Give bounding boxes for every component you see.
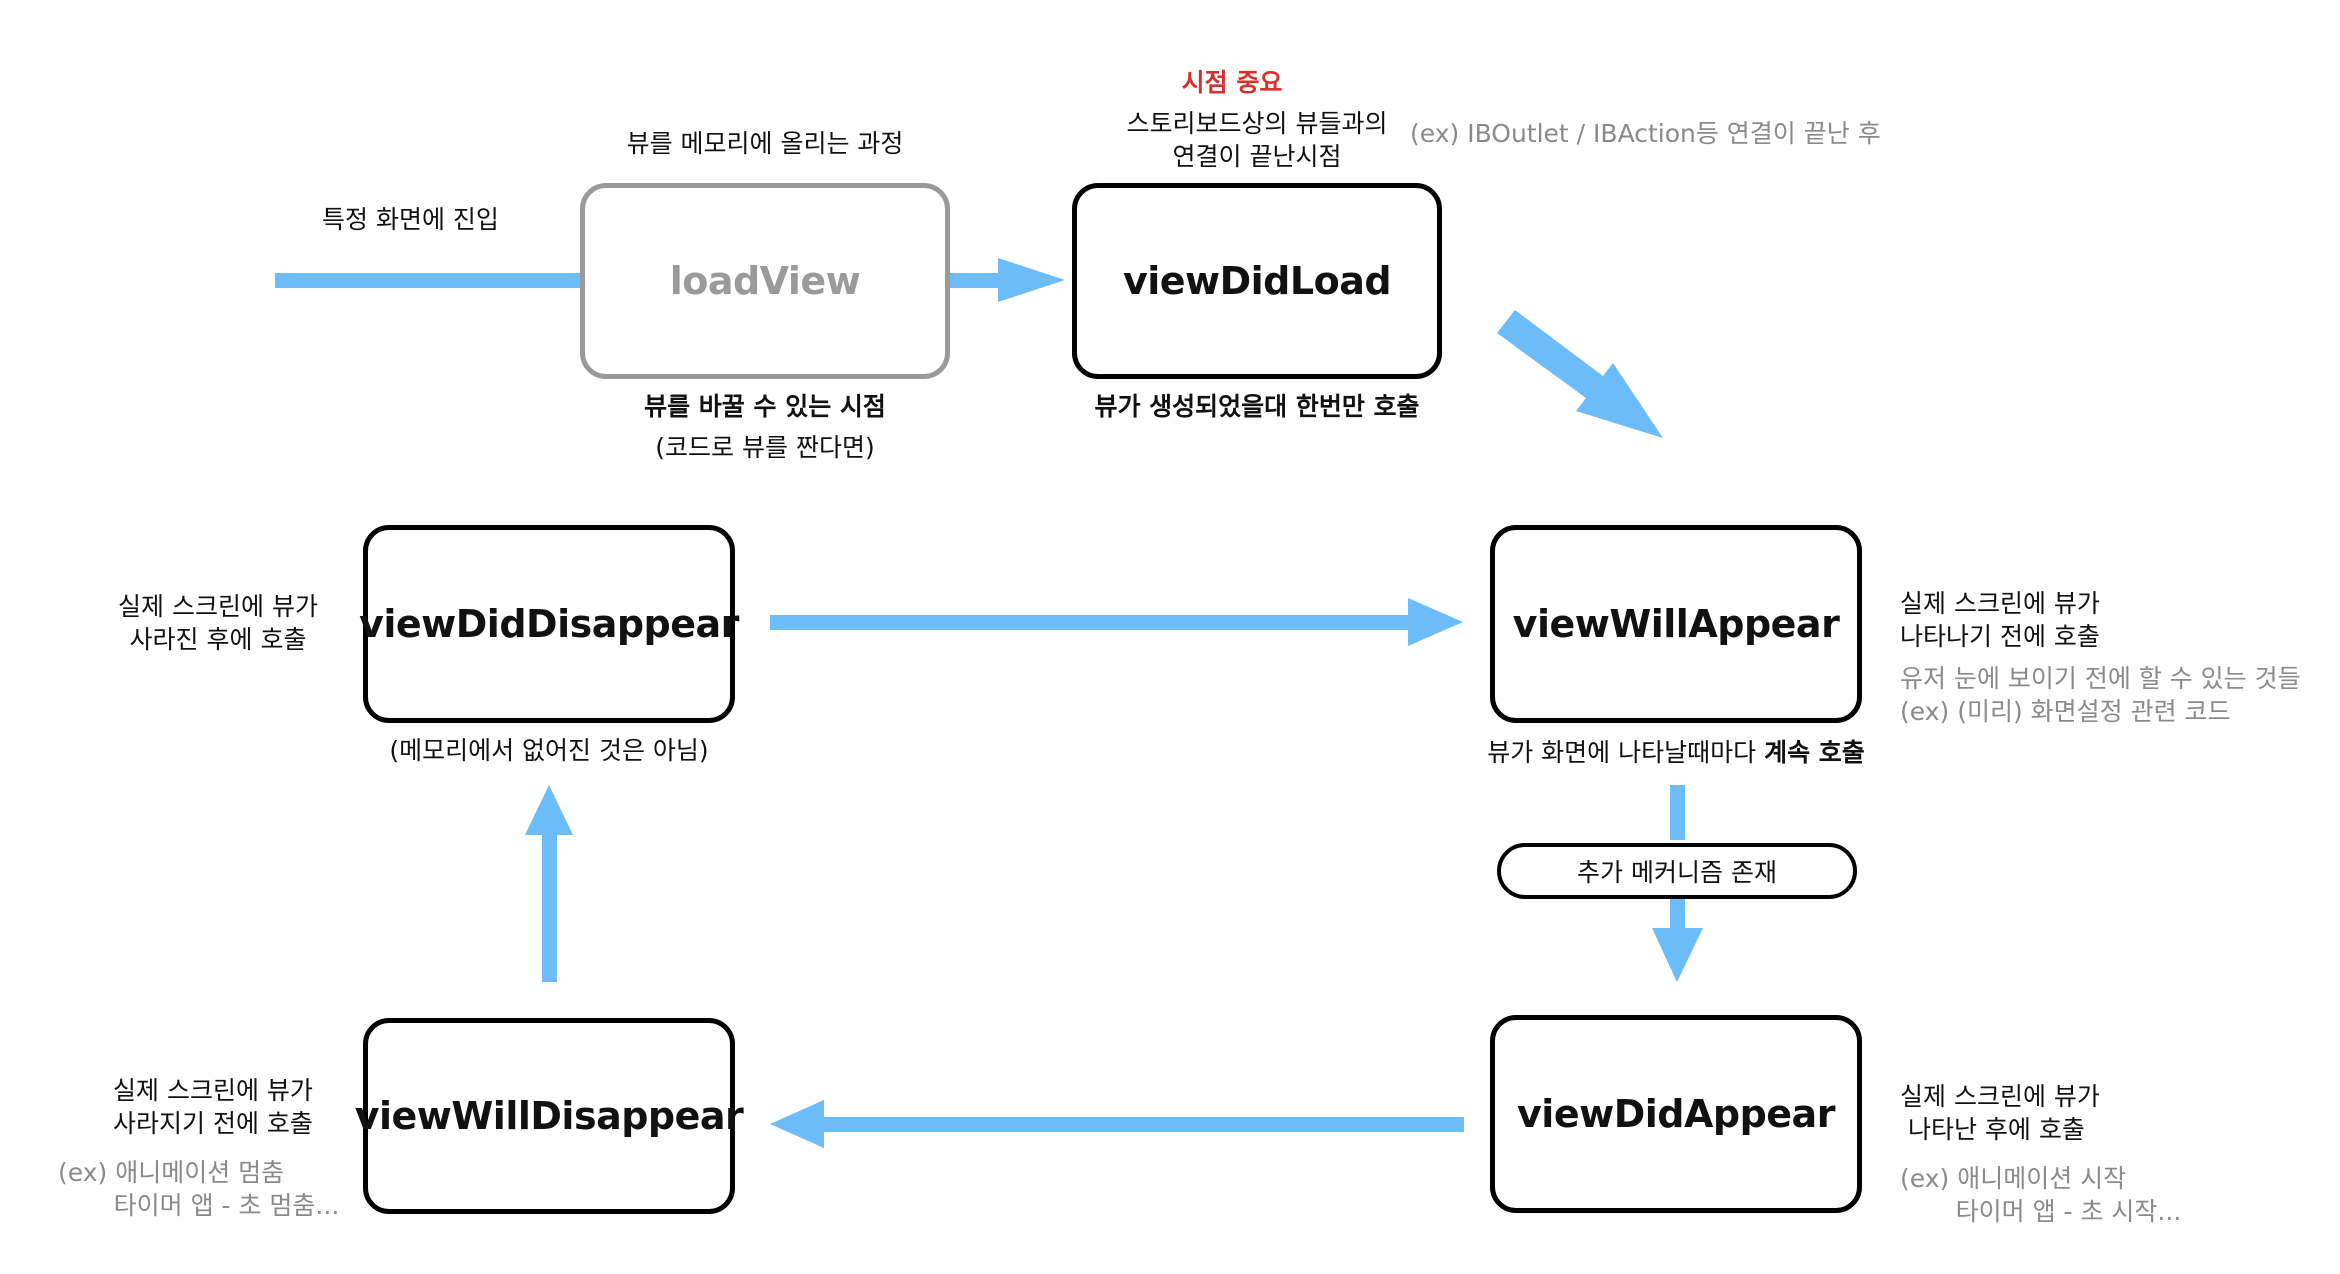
viewwillappear-label: viewWillAppear xyxy=(1512,602,1840,646)
loadview-bottom-label: (코드로 뷰를 짠다면) xyxy=(655,433,875,462)
arrow-didload-to-willappear xyxy=(1497,310,1663,438)
viewwilldisappear-box: viewWillDisappear xyxy=(355,1018,744,1214)
viewwilldisappear-label: viewWillDisappear xyxy=(354,1094,744,1138)
arrow-load-to-didload-shaft xyxy=(950,273,1000,288)
viewwillappear-box: viewWillAppear xyxy=(1490,525,1862,723)
arrow-diddisappear-to-willappear-shaft xyxy=(770,615,1410,630)
willappear-right-label: 실제 스크린에 뷰가 나타나기 전에 호출 xyxy=(1900,589,2100,651)
didload-bottom-label: 뷰가 생성되었을대 한번만 호출 xyxy=(1094,392,1420,421)
willappear-bottom-bold: 계속 호출 xyxy=(1764,738,1865,767)
willdisappear-left-label: 실제 스크린에 뷰가 사라지기 전에 호출 xyxy=(113,1076,313,1138)
arrow-didappear-to-willdisappear-head xyxy=(770,1100,824,1148)
viewdiddisappear-box: viewDidDisappear xyxy=(359,525,739,723)
diddisappear-bottom-label: (메모리에서 없어진 것은 아님) xyxy=(389,736,709,765)
viewdidload-box: viewDidLoad xyxy=(1072,183,1442,379)
mechanism-pill: 추가 메커니즘 존재 xyxy=(1497,843,1857,899)
mechanism-label: 추가 메커니즘 존재 xyxy=(1577,858,1777,887)
timing-important-label: 시점 중요 xyxy=(1181,68,1283,97)
arrow-diddisappear-to-willappear-head xyxy=(1408,598,1463,646)
arrow-didappear-to-willdisappear-shaft xyxy=(822,1117,1464,1132)
willappear-bottom-label: 뷰가 화면에 나타날때마다 계속 호출 xyxy=(1450,736,1902,769)
willdisappear-note-label: (ex) 애니메이션 멈춤 타이머 앱 - 초 멈춤... xyxy=(58,1158,340,1220)
arrow-willappear-to-mechanism xyxy=(1670,785,1685,840)
willappear-bottom-plain: 뷰가 화면에 나타날때마다 xyxy=(1487,738,1765,767)
loadview-box: loadView xyxy=(580,183,950,379)
viewdidappear-label: viewDidAppear xyxy=(1517,1092,1835,1136)
viewdidappear-box: viewDidAppear xyxy=(1490,1015,1862,1213)
entry-line xyxy=(275,273,580,288)
loadview-top-label: 뷰를 메모리에 올리는 과정 xyxy=(626,129,904,158)
didload-top-label: 스토리보드상의 뷰들과의 연결이 끝난시점 xyxy=(1126,109,1388,171)
diddisappear-left-label: 실제 스크린에 뷰가 사라진 후에 호출 xyxy=(118,592,318,654)
didappear-note-label: (ex) 애니메이션 시작 타이머 앱 - 초 시작... xyxy=(1900,1164,2182,1226)
willappear-note-label: 유저 눈에 보이기 전에 할 수 있는 것들 (ex) (미리) 화면설정 관련… xyxy=(1900,664,2301,726)
didappear-right-label: 실제 스크린에 뷰가 나타난 후에 호출 xyxy=(1900,1082,2100,1144)
arrow-mechanism-to-didappear-head xyxy=(1652,928,1703,982)
arrow-willdisappear-to-diddisappear-shaft xyxy=(542,832,557,982)
loadview-label: loadView xyxy=(669,259,861,303)
arrow-load-to-didload-head xyxy=(998,258,1065,302)
arrow-willdisappear-to-diddisappear-head xyxy=(525,785,573,835)
arrow-mechanism-to-didappear-shaft xyxy=(1670,897,1685,932)
loadview-bottom-bold-label: 뷰를 바꿀 수 있는 시점 xyxy=(644,392,886,421)
viewdiddisappear-label: viewDidDisappear xyxy=(359,602,739,646)
viewdidload-label: viewDidLoad xyxy=(1122,259,1392,303)
didload-example-label: (ex) IBOutlet / IBAction등 연결이 끝난 후 xyxy=(1410,119,1881,148)
enter-screen-label: 특정 화면에 진입 xyxy=(322,205,499,234)
